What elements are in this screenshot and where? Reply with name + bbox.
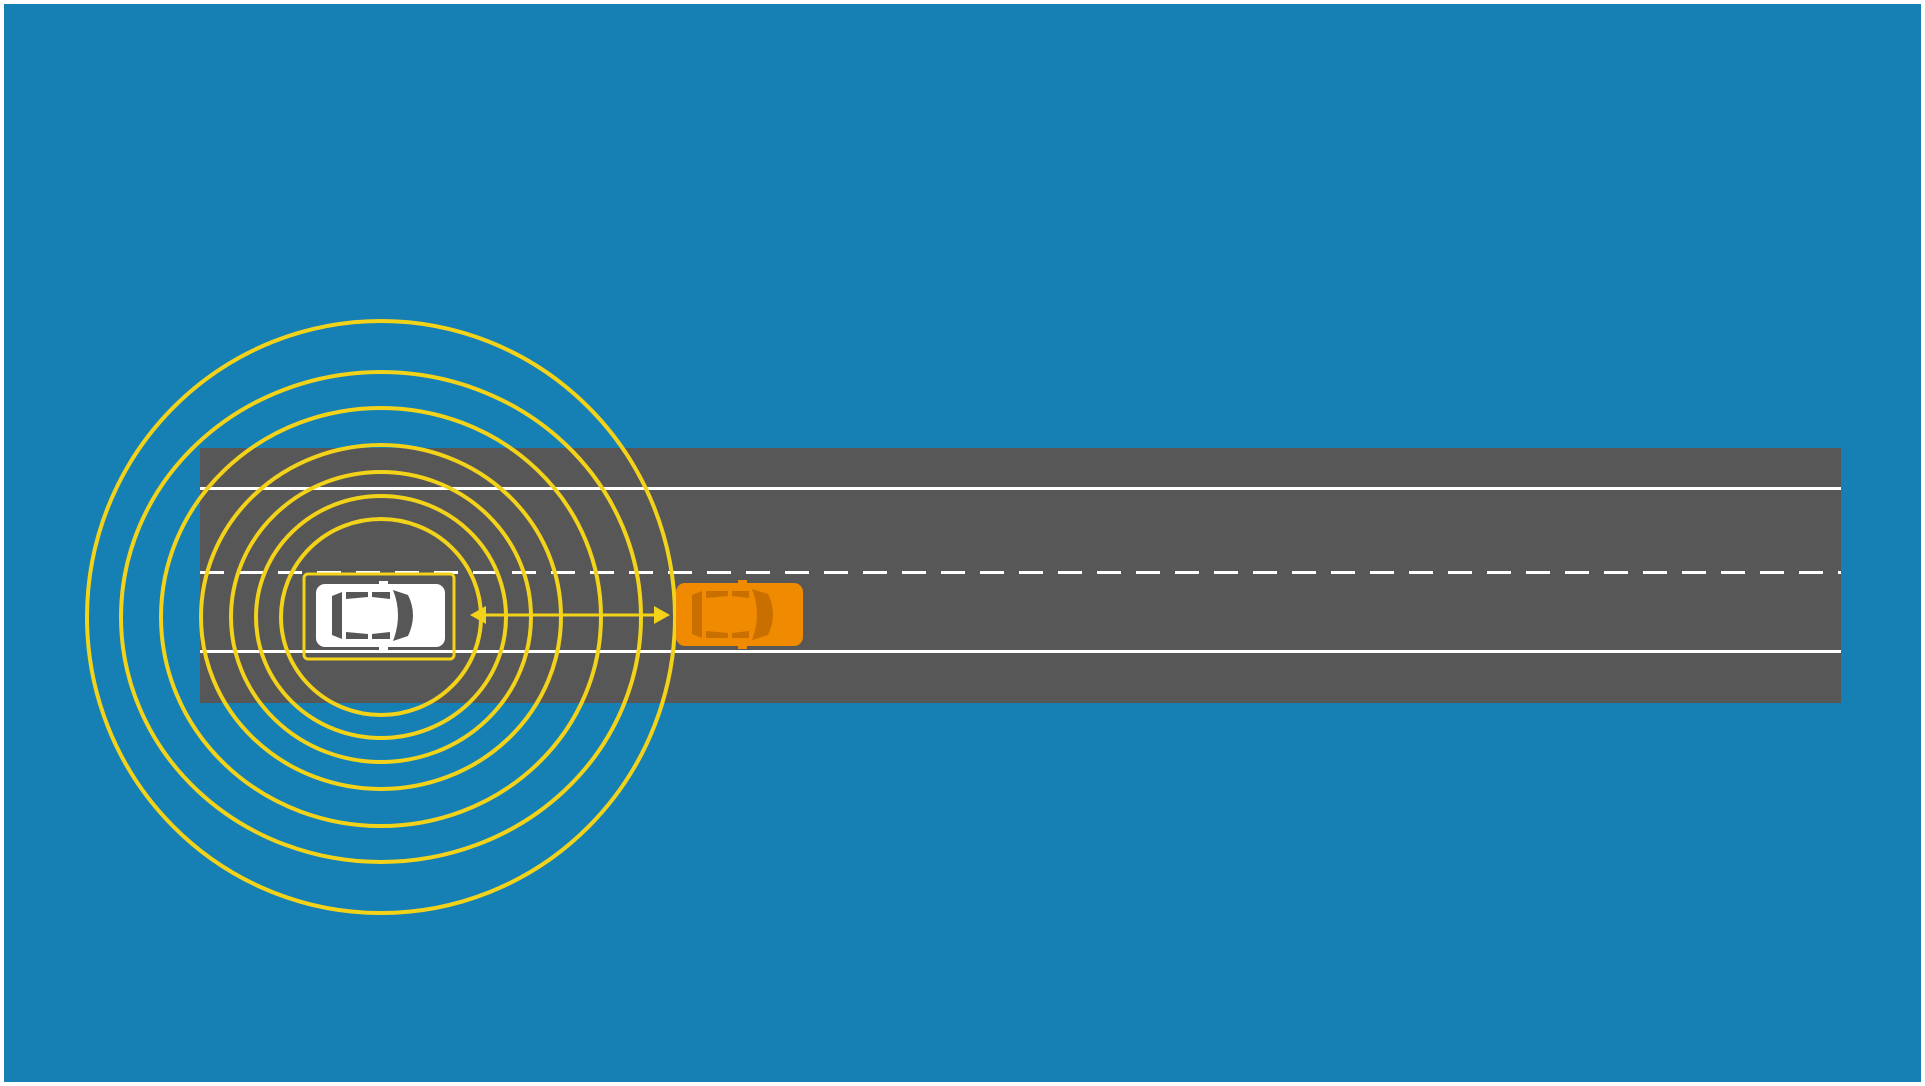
lane-dash — [1799, 571, 1823, 574]
lane-dash — [590, 571, 614, 574]
lane-dash — [1175, 571, 1199, 574]
lane-dash — [1058, 571, 1082, 574]
lane-dash — [1331, 571, 1355, 574]
lane-dash — [1721, 571, 1745, 574]
road-edge-line-bottom — [200, 650, 1841, 653]
lane-dash — [863, 571, 887, 574]
lane-dash — [629, 571, 653, 574]
lane-dash — [980, 571, 1004, 574]
lane-dash — [239, 571, 263, 574]
lane-dash — [200, 571, 224, 574]
lane-dash — [746, 571, 770, 574]
lane-dash — [1838, 571, 1841, 574]
lane-dash — [1370, 571, 1394, 574]
lane-dash — [1292, 571, 1316, 574]
lane-dash — [1526, 571, 1550, 574]
lane-dash — [1136, 571, 1160, 574]
lane-dash — [785, 571, 809, 574]
orange-car-icon — [676, 580, 803, 649]
lane-dash — [1409, 571, 1433, 574]
lane-dash — [1097, 571, 1121, 574]
lane-dash — [824, 571, 848, 574]
lane-dash — [473, 571, 497, 574]
lane-dash — [1253, 571, 1277, 574]
lane-dash — [1019, 571, 1043, 574]
white-car-icon — [316, 581, 445, 650]
lane-dash — [1760, 571, 1784, 574]
lane-dash — [1448, 571, 1472, 574]
lane-dash — [1565, 571, 1589, 574]
lane-dash — [1214, 571, 1238, 574]
lane-dash — [1643, 571, 1667, 574]
lane-dash — [1682, 571, 1706, 574]
lane-dash — [1487, 571, 1511, 574]
lane-dash — [707, 571, 731, 574]
lane-dash — [1604, 571, 1628, 574]
lane-dash — [941, 571, 965, 574]
lane-dash — [902, 571, 926, 574]
